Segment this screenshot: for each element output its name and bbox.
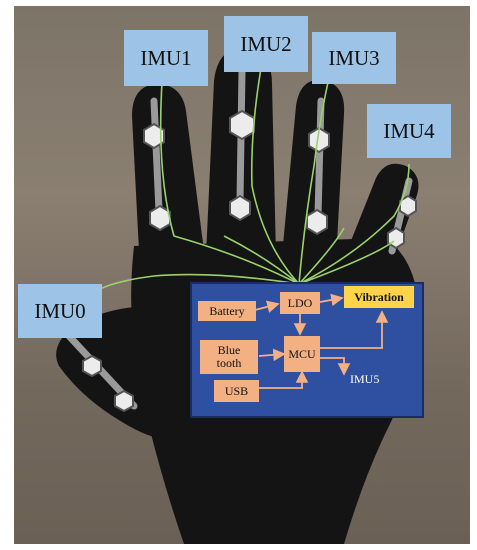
bluetooth-block: Blue tooth bbox=[200, 340, 258, 374]
bluetooth-line2: tooth bbox=[216, 356, 242, 370]
imu2-label: IMU2 bbox=[224, 16, 308, 72]
circuit-board: Battery LDO Vibration Blue tooth MCU USB… bbox=[190, 282, 424, 418]
battery-block: Battery bbox=[198, 301, 256, 321]
glove-illustration bbox=[56, 47, 419, 544]
sensor-nodes bbox=[82, 109, 417, 413]
imu0-label: IMU0 bbox=[18, 284, 102, 338]
mcu-block: MCU bbox=[284, 336, 320, 372]
imu1-label: IMU1 bbox=[124, 30, 208, 86]
bluetooth-line1: Blue bbox=[217, 343, 241, 357]
wires bbox=[95, 50, 410, 292]
usb-block: USB bbox=[214, 380, 259, 402]
ldo-block: LDO bbox=[280, 292, 320, 314]
imu3-label: IMU3 bbox=[312, 32, 396, 84]
imu5-label: IMU5 bbox=[350, 372, 380, 386]
vibration-block: Vibration bbox=[344, 286, 414, 308]
imu4-label: IMU4 bbox=[367, 104, 451, 158]
glove-photo bbox=[14, 6, 470, 544]
board-connections bbox=[254, 293, 389, 389]
board-arrows bbox=[254, 293, 389, 389]
